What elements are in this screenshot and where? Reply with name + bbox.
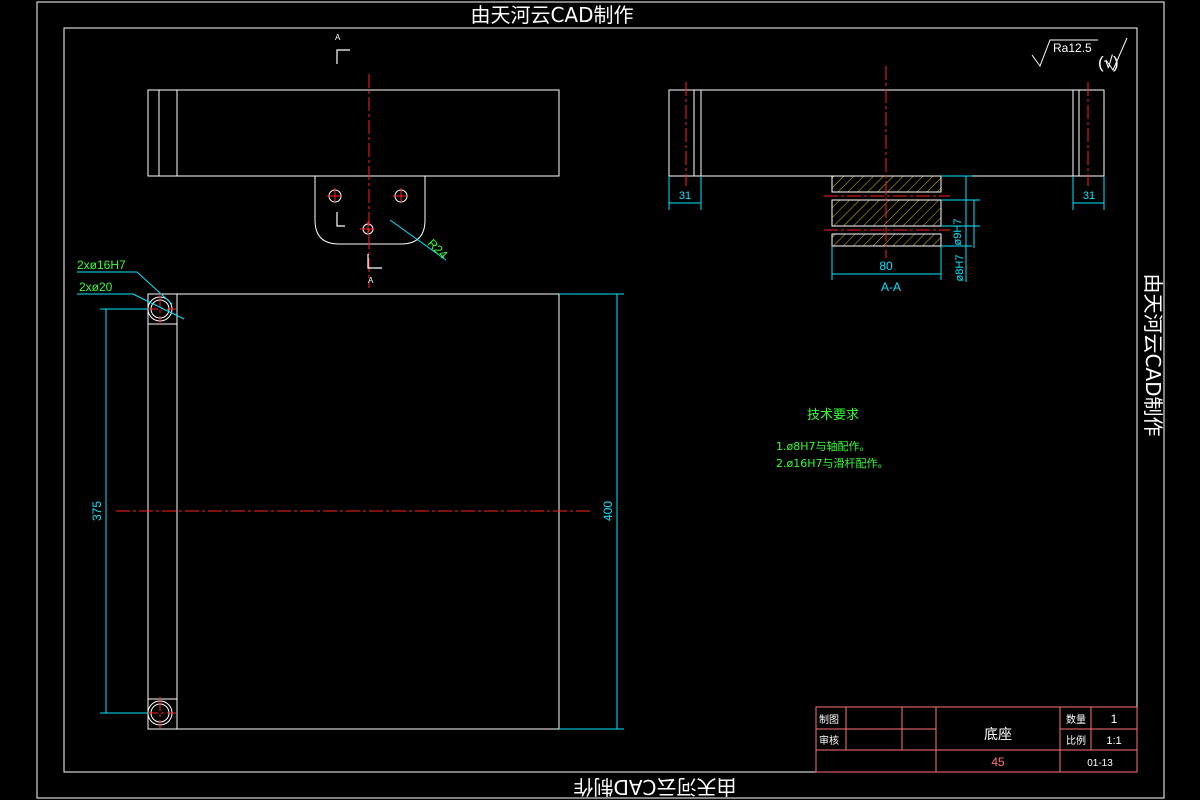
tech-req-item-1: 1.ø8H7与轴配作。 (776, 439, 871, 453)
hole-callout-16h7: 2xø16H7 (77, 258, 126, 272)
tb-material: 45 (991, 755, 1005, 769)
section-cut-marks (336, 49, 382, 269)
roughness-value: Ra12.5 (1053, 41, 1092, 55)
tb-scale-label: 比例 (1066, 734, 1086, 747)
front-view-centerlines (685, 66, 1089, 258)
dim-31-left: 31 (679, 190, 691, 202)
section-letter-bottom: A (368, 276, 374, 285)
r24-leader (389, 219, 447, 261)
dim-31-right-lines (1072, 176, 1105, 210)
hole-callout-20: 2xø20 (79, 280, 113, 294)
dim-31-right: 31 (1083, 190, 1095, 202)
watermark-right: 由天河云CAD制作 (1141, 273, 1165, 436)
dim-400: 400 (601, 501, 615, 521)
tb-drawn-label: 制图 (819, 713, 839, 726)
outer-border (36, 1, 1165, 799)
tech-req-title: 技术要求 (807, 408, 859, 423)
top-view-centerlines (327, 74, 409, 288)
dim-r24: R24 (425, 236, 451, 262)
dim-375-lines (100, 308, 148, 714)
watermark-bottom: 由天河云CAD制作 (573, 775, 736, 799)
hole-leaders (77, 271, 185, 320)
inner-frame (63, 27, 1138, 773)
tb-part-name: 底座 (984, 727, 1012, 743)
tb-qty-value: 1 (1111, 712, 1118, 726)
plan-view-centerlines (116, 293, 590, 729)
dim-31-left-lines (668, 176, 702, 210)
dim-diameter-lines (941, 175, 980, 282)
dim-9h7: ø9H7 (952, 219, 964, 246)
tb-qty-label: 数量 (1066, 713, 1086, 726)
tech-req-item-2: 2.ø16H7与滑杆配作。 (776, 456, 889, 470)
dim-8h7: ø8H7 (954, 255, 966, 282)
dim-80-lines (831, 246, 942, 280)
dim-80: 80 (879, 259, 893, 273)
roughness-parenthetical: (√) (1098, 53, 1119, 72)
tb-checked-label: 审核 (819, 734, 839, 747)
section-label: A-A (881, 280, 901, 294)
tb-drawing-no: 01-13 (1087, 758, 1113, 769)
dim-375: 375 (90, 501, 104, 521)
roughness-symbol (1031, 37, 1128, 72)
top-view (147, 89, 560, 245)
title-block (815, 706, 1138, 773)
dim-400-lines (559, 293, 624, 730)
watermark-top: 由天河云CAD制作 (470, 3, 633, 27)
section-letter-top: A (335, 33, 341, 42)
tb-scale-value: 1:1 (1106, 735, 1121, 747)
